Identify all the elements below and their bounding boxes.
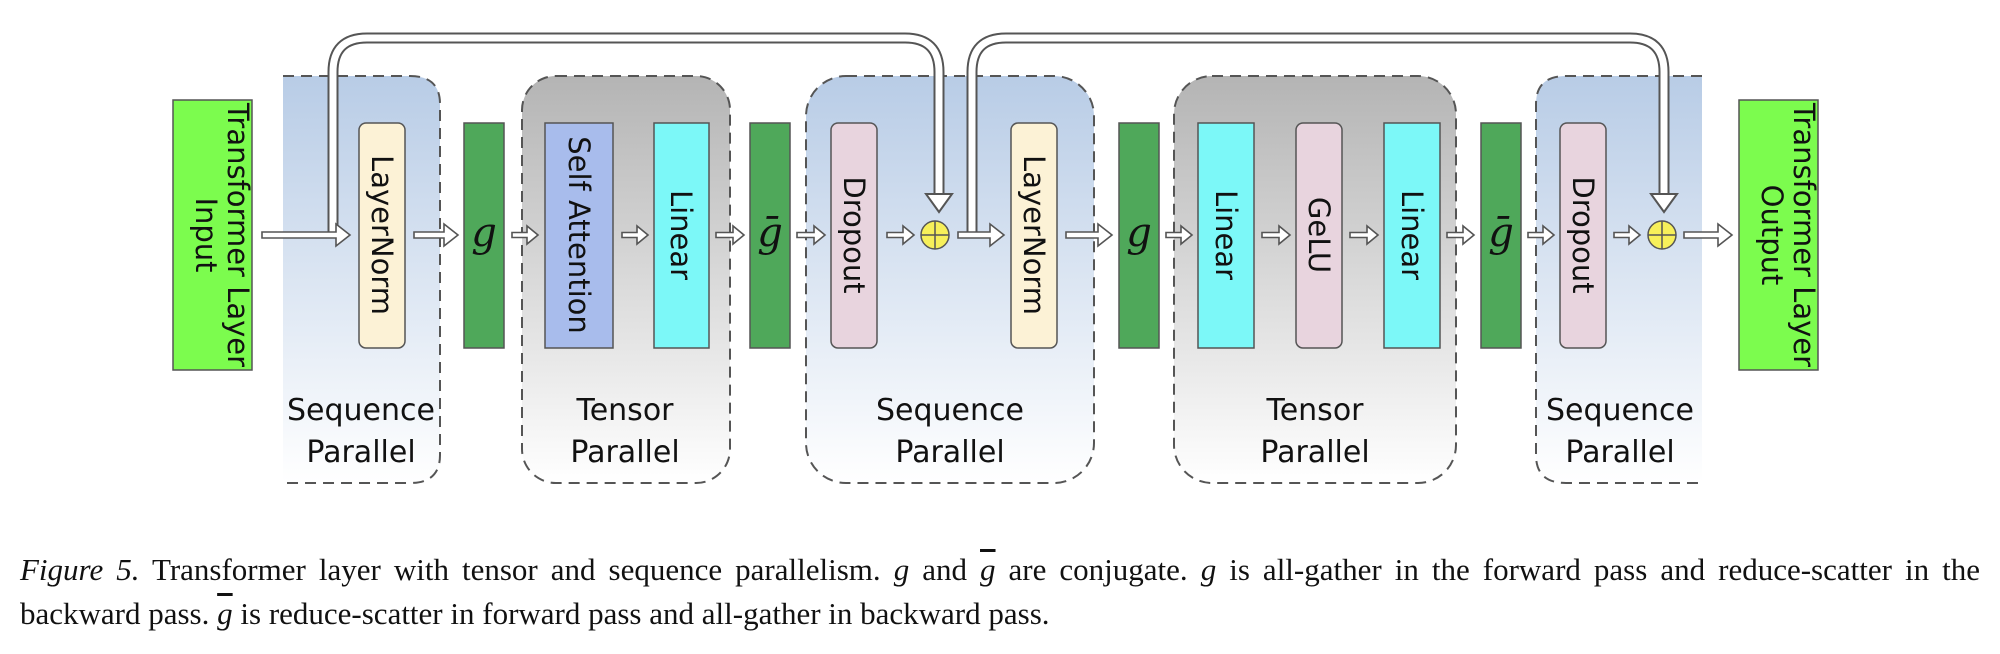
g-label-1: g xyxy=(471,210,497,256)
flow-arrow xyxy=(1349,224,1380,246)
region-label-parallel-5: Parallel xyxy=(1565,435,1674,470)
flow-arrow xyxy=(1065,222,1114,248)
linear-label-3: Linear xyxy=(1395,190,1429,280)
caption-g-2: g xyxy=(1200,552,1217,587)
dropout-block-1: Dropout xyxy=(830,122,878,349)
caption-text-2: and xyxy=(909,552,981,587)
flow-arrow xyxy=(1446,224,1476,246)
caption-text-4: is all-gather in the forward pass and re… xyxy=(20,552,1980,631)
flow-arrow xyxy=(511,224,540,246)
layernorm-label-2: LayerNorm xyxy=(1017,155,1051,315)
linear-block-1: Linear xyxy=(653,122,710,349)
output-label-line1: Transformer Layer xyxy=(1787,102,1821,367)
input-block: Transformer Layer Input xyxy=(172,99,255,371)
g-label-2: g xyxy=(1126,210,1152,256)
flow-arrow xyxy=(1527,224,1556,246)
region-label-parallel-2: Parallel xyxy=(570,435,679,470)
region-label-parallel-4: Parallel xyxy=(1260,435,1369,470)
residual-arrow-1 xyxy=(327,32,954,233)
output-block: Transformer Layer Output xyxy=(1738,99,1821,371)
region-label-tensor-2: Tensor xyxy=(1265,393,1364,428)
transformer-layer-diagram: Sequence Parallel Tensor Parallel Sequen… xyxy=(172,32,1821,484)
figure-caption: Figure 5. Transformer layer with tensor … xyxy=(20,548,1980,636)
gelu-block: GeLU xyxy=(1295,122,1343,349)
figure-label: Figure 5. xyxy=(20,552,140,587)
g-block-1: g xyxy=(463,122,505,349)
caption-text-3: are conjugate. xyxy=(995,552,1201,587)
layernorm-label-1: LayerNorm xyxy=(365,155,399,315)
layernorm-block-1: LayerNorm xyxy=(358,122,406,349)
flow-arrow xyxy=(261,222,352,248)
caption-g-1: g xyxy=(893,552,910,587)
g-bar-label-1: ḡ xyxy=(757,210,783,256)
region-label-sequence-2: Sequence xyxy=(876,393,1024,428)
linear-label-1: Linear xyxy=(664,190,698,280)
flow-arrow xyxy=(621,224,650,246)
flow-arrow xyxy=(1683,222,1734,248)
linear-block-2: Linear xyxy=(1197,122,1255,349)
g-bar-block-2: ḡ xyxy=(1480,122,1522,349)
flow-arrow xyxy=(1613,224,1642,246)
g-bar-block-1: ḡ xyxy=(749,122,791,349)
caption-g-bar-1: g xyxy=(980,552,996,587)
flow-arrow xyxy=(796,224,827,246)
region-label-parallel-3: Parallel xyxy=(895,435,1004,470)
input-label-line2: Input xyxy=(189,197,223,272)
caption-g-bar-2: g xyxy=(217,596,233,631)
flow-arrow xyxy=(1165,224,1194,246)
linear-block-3: Linear xyxy=(1383,122,1441,349)
g-bar-label-2: ḡ xyxy=(1488,210,1514,256)
self-attention-block: Self Attention xyxy=(544,122,614,349)
region-label-sequence-1: Sequence xyxy=(287,393,435,428)
flow-arrow xyxy=(1261,224,1292,246)
residual-arrow-2 xyxy=(966,32,1679,233)
flow-arrow xyxy=(886,224,916,246)
linear-label-2: Linear xyxy=(1209,190,1243,280)
self-attention-label: Self Attention xyxy=(562,136,596,334)
layernorm-block-2: LayerNorm xyxy=(1010,122,1058,349)
dropout-label-1: Dropout xyxy=(837,176,871,293)
region-label-parallel-1: Parallel xyxy=(306,435,415,470)
caption-text-5: is reduce-scatter in forward pass and al… xyxy=(232,596,1050,631)
adder-1 xyxy=(920,220,950,250)
input-label-line1: Transformer Layer xyxy=(221,102,255,367)
gelu-label: GeLU xyxy=(1302,197,1336,273)
dropout-block-2: Dropout xyxy=(1559,122,1607,349)
caption-text-1: Transformer layer with tensor and sequen… xyxy=(139,552,894,587)
region-label-sequence-3: Sequence xyxy=(1546,393,1694,428)
adder-2 xyxy=(1647,220,1677,250)
output-label-line2: Output xyxy=(1755,185,1789,286)
flow-arrow xyxy=(715,224,746,246)
flow-arrows xyxy=(261,222,1734,248)
flow-arrow xyxy=(957,222,1006,248)
region-label-tensor-1: Tensor xyxy=(575,393,674,428)
flow-arrow xyxy=(413,222,460,248)
dropout-label-2: Dropout xyxy=(1566,176,1600,293)
g-block-2: g xyxy=(1118,122,1160,349)
